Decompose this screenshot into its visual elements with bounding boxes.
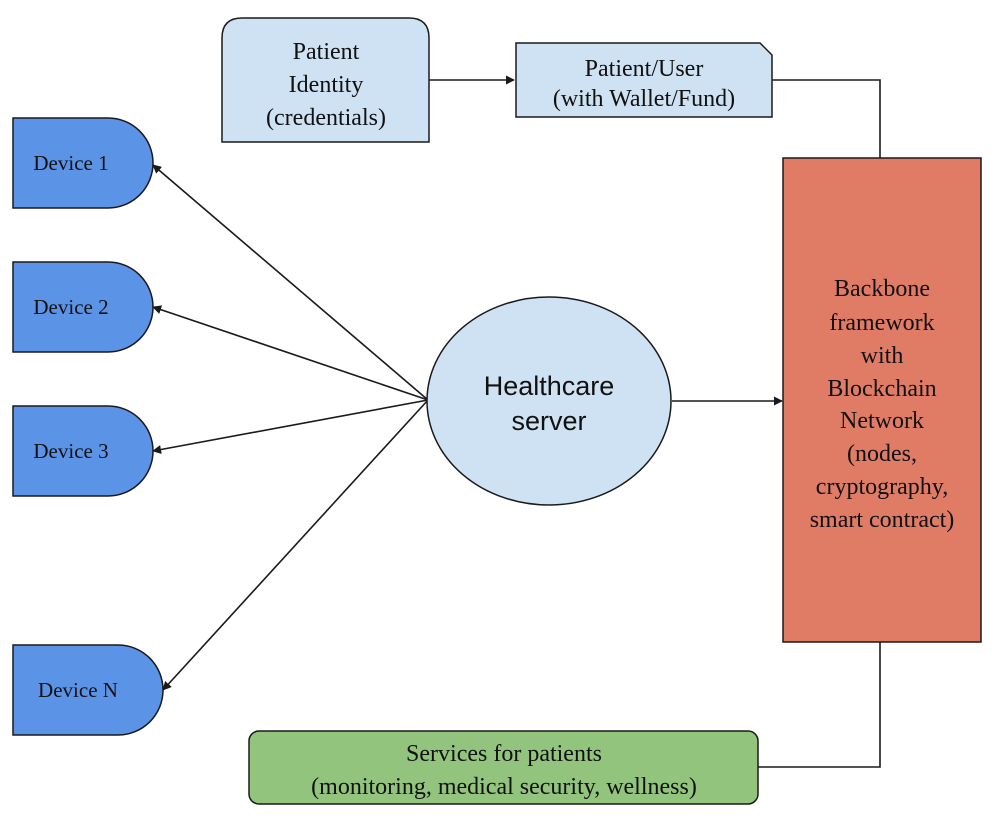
arrow-server-to-device-n [162,399,429,691]
healthcare-server-label-line-1: Healthcare [484,371,615,401]
patient-user-label-line-1: Patient/User [585,56,704,82]
services-shape [248,730,759,805]
services-label-line-2: (monitoring, medical security, wellness) [311,774,697,800]
device-2-shape [12,261,154,353]
patient-identity-shape [221,17,430,143]
device-n-node: Device N [12,644,164,736]
device-3-node: Device 3 [12,405,154,497]
patient-user-node: Patient/User (with Wallet/Fund) [515,42,773,118]
backbone-label-line-7: cryptography, [816,474,948,500]
device-2-label: Device 2 [33,295,108,319]
patient-identity-label-line-2: Identity [289,72,364,98]
backbone-label-line-8: smart contract) [810,507,955,533]
device-n-shape [12,644,164,736]
device-1-shape [12,117,154,209]
backbone-node: Backbone framework with Blockchain Netwo… [782,157,982,643]
connector-backbone-to-services [758,642,881,768]
patient-identity-label-line-3: (credentials) [266,105,386,131]
device-n-label: Device N [38,678,118,702]
patient-identity-label-line-1: Patient [293,39,360,65]
device-3-shape [12,405,154,497]
arrow-server-to-device-3 [152,399,429,454]
patient-identity-node: Patient Identity (credentials) [221,17,430,143]
backbone-shape [782,157,982,643]
device-3-label: Device 3 [33,439,108,463]
services-label-line-1: Services for patients [406,741,602,767]
arrow-server-to-device-2 [152,305,429,401]
device-2-node: Device 2 [12,261,154,353]
connector-user-to-backbone [772,79,881,158]
patient-user-label-line-2: (with Wallet/Fund) [553,86,735,112]
arrow-server-to-device-1 [152,164,429,401]
backbone-label-line-6: (nodes, [847,441,917,467]
healthcare-server-shape [426,296,672,506]
backbone-label-line-2: framework [829,310,934,336]
backbone-label-line-5: Network [840,408,924,434]
device-1-node: Device 1 [12,117,154,209]
backbone-label-line-4: Blockchain [827,376,936,402]
healthcare-server-node: Healthcare server [426,296,672,506]
device-1-label: Device 1 [33,151,108,175]
patient-user-shape [515,42,773,118]
services-node: Services for patients (monitoring, medic… [248,730,759,805]
healthcare-server-label-line-2: server [511,406,586,436]
backbone-label-line-3: with [861,343,904,369]
backbone-label-line-1: Backbone [834,276,930,302]
